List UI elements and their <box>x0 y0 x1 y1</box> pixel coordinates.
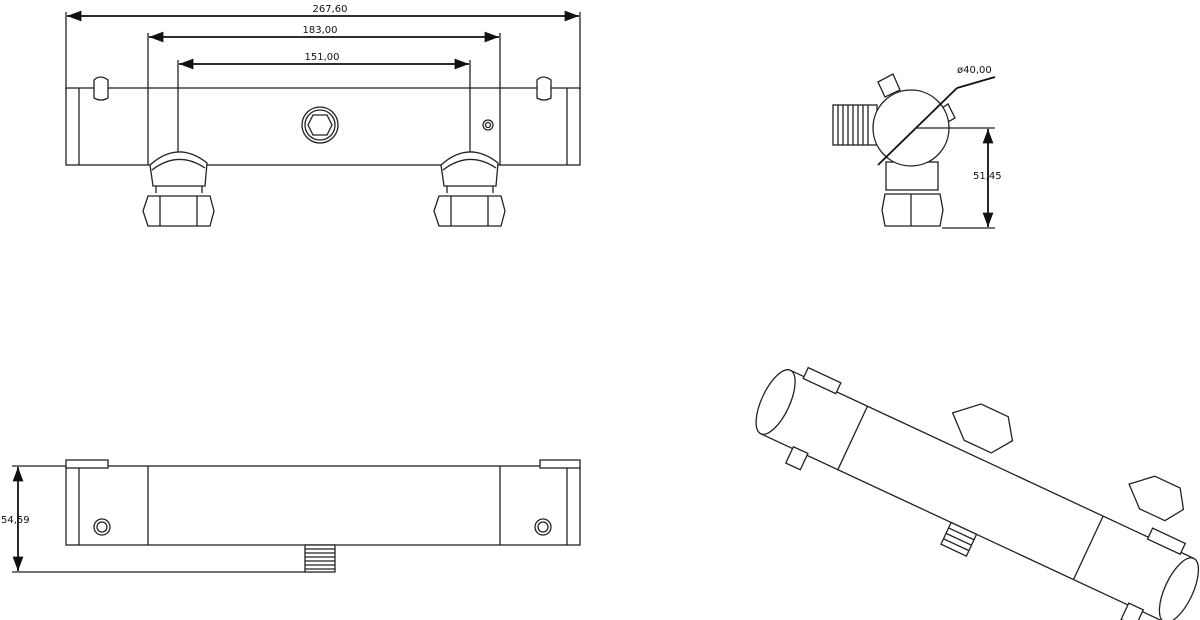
overall-length-label: 267,60 <box>313 4 348 15</box>
right-inlet <box>433 151 506 227</box>
front-view: 267,60 183,00 151,00 <box>65 4 581 227</box>
dimension-inner-inlet-spacing: 151,00 <box>177 52 471 153</box>
left-inlet <box>142 151 215 227</box>
isometric-view <box>755 366 1200 620</box>
inner-inlet-spacing-label: 151,00 <box>305 52 340 63</box>
dimension-overall-length: 267,60 <box>65 4 581 90</box>
outer-inlet-spacing-label: 183,00 <box>303 25 338 36</box>
dimension-outer-inlet-spacing: 183,00 <box>147 25 501 165</box>
diameter-label: ø40,00 <box>957 65 992 76</box>
depth-label: 54,59 <box>1 515 30 526</box>
bottom-view: 54,59 <box>1 459 581 573</box>
height-to-center-label: 51,45 <box>973 171 1002 182</box>
side-view: ø40,00 51,45 <box>832 65 1002 229</box>
